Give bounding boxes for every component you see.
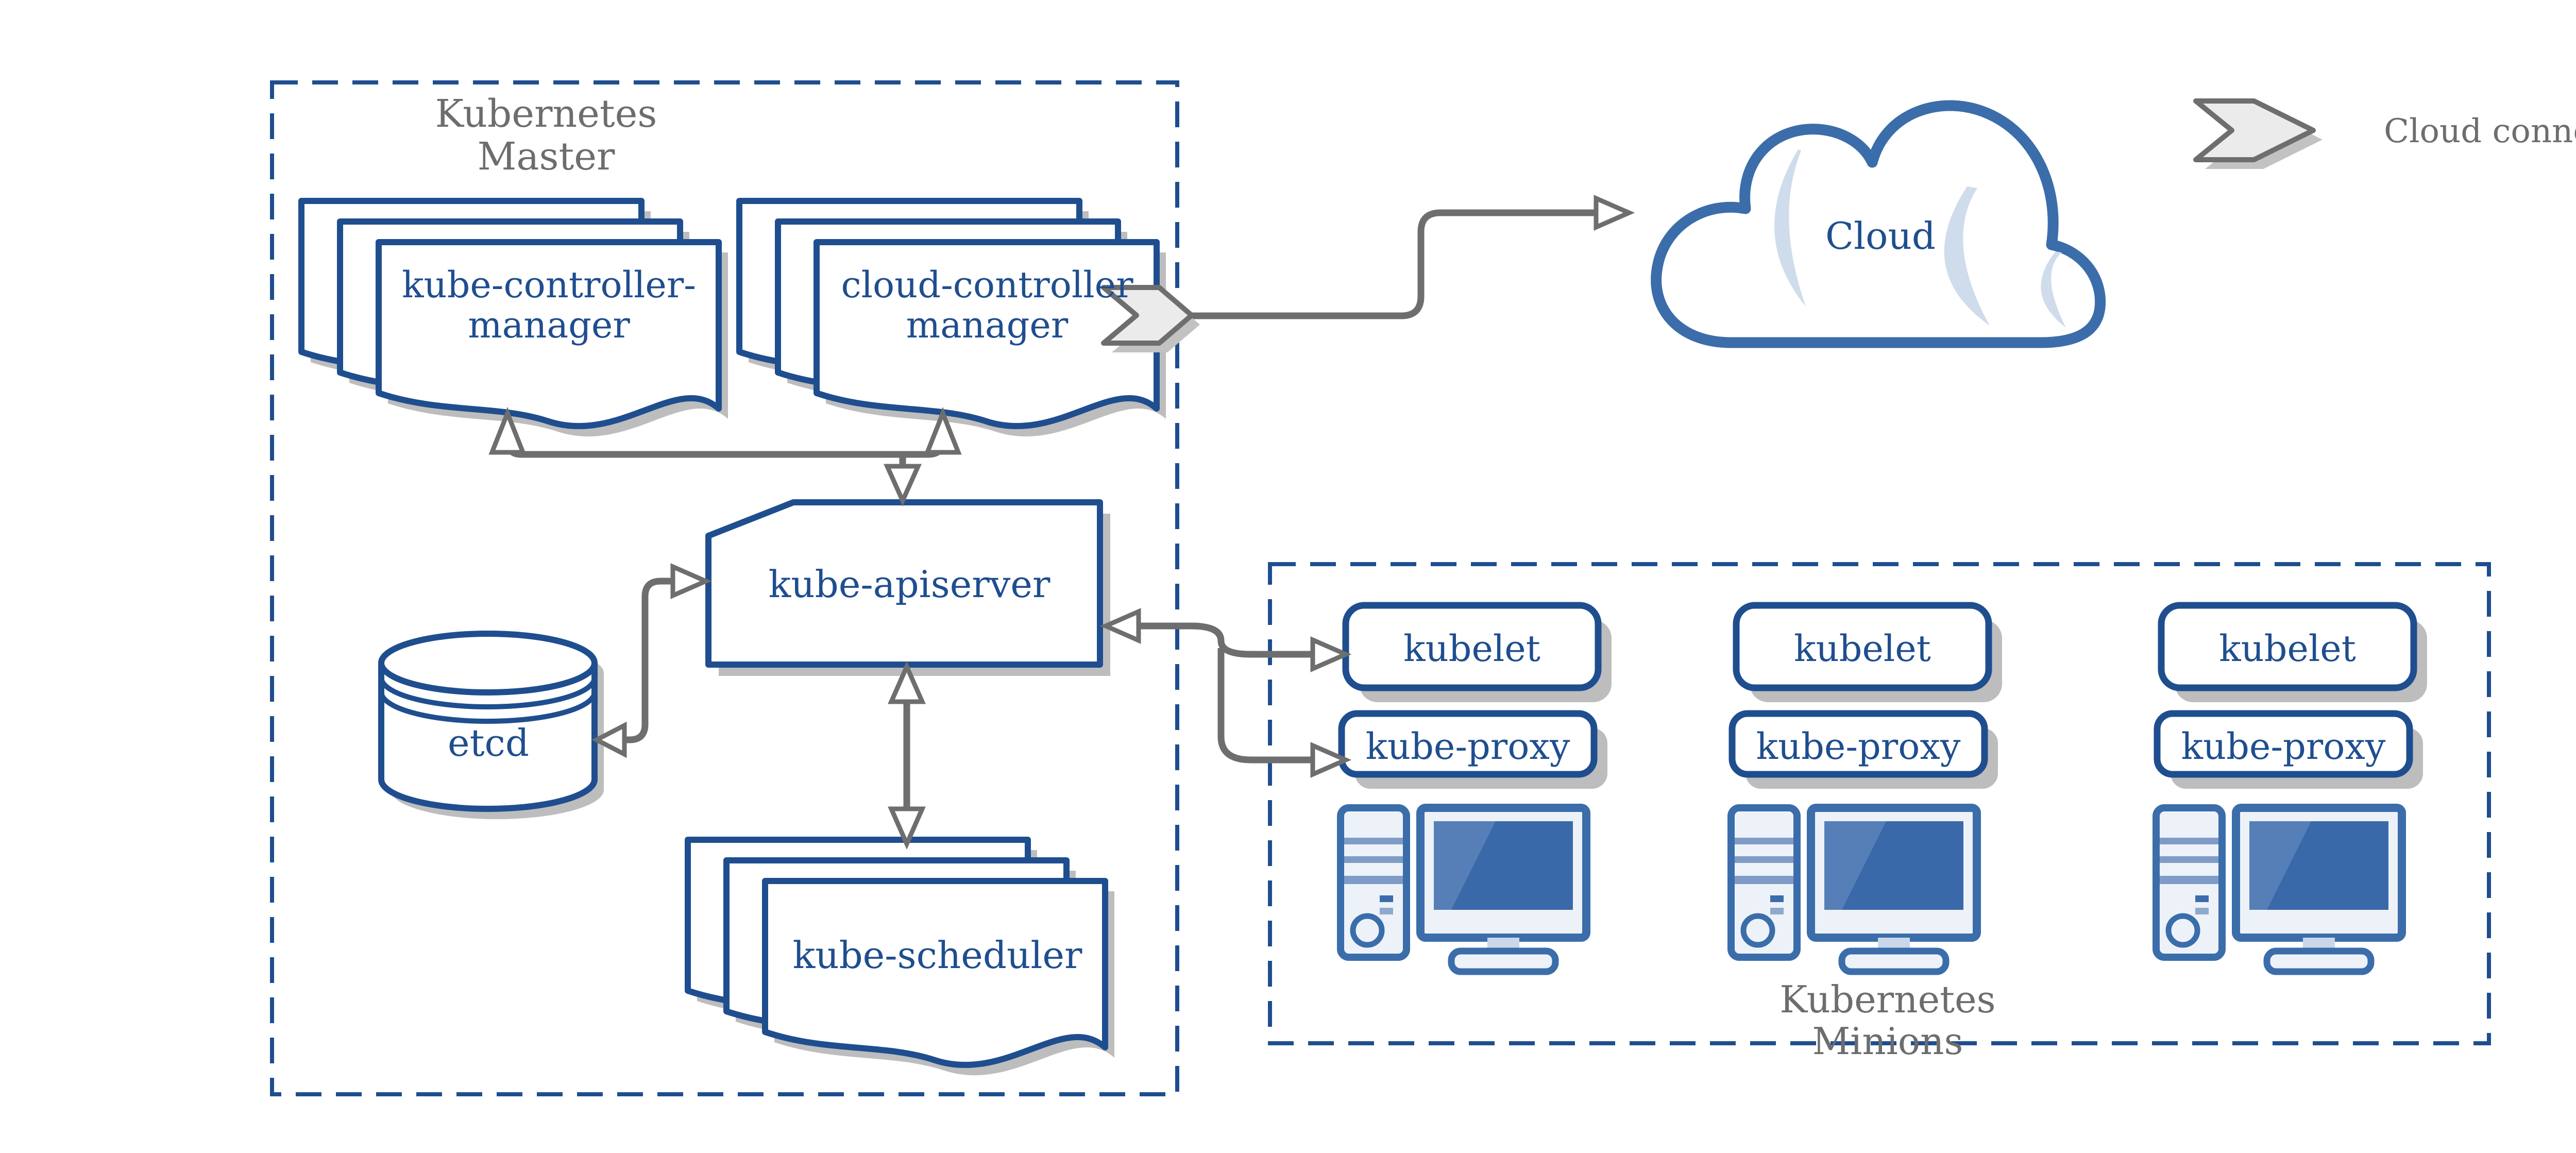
kube-proxy-box: [1338, 710, 1598, 778]
master-label: Kubernetes Master: [366, 93, 726, 178]
arrowheads: [488, 195, 1635, 850]
cloud-accent: [1944, 186, 1990, 326]
arrowhead-right-icon: [1310, 636, 1352, 672]
tower-stripe: [2160, 838, 2218, 844]
cloud-accent: [1774, 149, 1806, 307]
master-label-line1: Kubernetes: [435, 92, 657, 136]
monitor-base: [1448, 947, 1559, 975]
ccm-line1: cloud-controller: [841, 264, 1133, 306]
legend-chevron: [2193, 98, 2323, 169]
chevron-icon: [1101, 285, 1194, 346]
tower-stripe: [1735, 856, 1793, 863]
tower-stripe: [1344, 838, 1403, 844]
cloud-shape: [1651, 100, 2106, 348]
arrowhead-right-icon: [670, 563, 712, 599]
etcd-label: etcd: [448, 721, 529, 765]
kubelet-label: kubelet: [1794, 628, 1931, 670]
kube-proxy-label: kube-proxy: [1365, 725, 1570, 768]
minions-label: Kubernetes Minions: [1733, 979, 2042, 1062]
arrowhead-up-icon: [924, 406, 962, 455]
kube-proxy-box: [2154, 710, 2413, 778]
apiserver-kubeproxy-link: [1217, 648, 1314, 764]
apiserver-etcd-link: [622, 578, 675, 743]
minion-node: [1337, 602, 1612, 975]
cloud-controller-manager-label: cloud-controller manager: [822, 265, 1152, 346]
kube-apiserver-label: kube-apiserver: [768, 563, 1050, 606]
tower-stripe: [1735, 876, 1793, 884]
tower-detail: [1380, 908, 1393, 914]
monitor-base: [1838, 947, 1950, 975]
cylinder-top: [378, 631, 598, 696]
legend-label: Cloud connector: [2384, 112, 2576, 150]
tower-detail: [2195, 908, 2209, 914]
kubelet-label: kubelet: [2219, 628, 2356, 670]
master-boundary: [270, 80, 1179, 1096]
cylinder-ring: [379, 691, 597, 724]
tower-power-button: [1740, 913, 1775, 948]
arrowhead-left-icon: [1099, 608, 1141, 644]
master-label-line2: Master: [477, 134, 615, 179]
monitor-screen-glare: [1434, 821, 1496, 910]
chevron-cloud-link: [1191, 209, 1595, 319]
kubelet-label: kubelet: [1403, 628, 1540, 670]
computer-icon: [2153, 804, 2406, 975]
cloud-connector-chevron: [1101, 285, 1200, 352]
tower-stripe: [1735, 838, 1793, 844]
tower-stripe: [2160, 876, 2218, 884]
tower-detail: [2195, 895, 2209, 902]
kubelet-box: [1342, 602, 1602, 691]
tower-detail: [1380, 895, 1393, 902]
monitor-screen-glare: [1824, 821, 1886, 910]
kcm-line2: manager: [468, 304, 630, 347]
ccm-line2: manager: [906, 304, 1069, 347]
tower-stripe: [2160, 856, 2218, 863]
etcd-shape: [378, 631, 604, 819]
arrowhead-right-icon: [1594, 195, 1635, 231]
arrowhead-up-icon: [488, 406, 527, 455]
cloud-accent: [2041, 251, 2066, 328]
tower-power-button: [1350, 913, 1385, 948]
kube-proxy-label: kube-proxy: [1756, 725, 1961, 768]
cylinder-ring: [379, 677, 597, 709]
cloud-outline: [1651, 100, 2106, 348]
tower-detail: [1770, 908, 1784, 914]
kubelet-box: [2158, 602, 2417, 691]
arrowhead-down-icon: [888, 806, 926, 850]
tower-detail: [1770, 895, 1784, 902]
monitor-screen-glare: [2249, 821, 2311, 910]
kubelet-box: [1733, 602, 1992, 691]
kcm-line1: kube-controller-: [402, 264, 696, 306]
kube-proxy-box: [1728, 710, 1988, 778]
minions-label-line1: Kubernetes: [1780, 978, 1996, 1021]
kube-controller-manager-label: kube-controller- manager: [385, 265, 713, 346]
apiserver-kubelet-link: [1140, 622, 1314, 658]
cloud-label: Cloud: [1825, 214, 1936, 258]
tower-power-button: [2165, 913, 2200, 948]
monitor-base: [2263, 947, 2375, 975]
card-shape: [705, 499, 1103, 668]
tower-stripe: [1344, 856, 1403, 863]
minions-boundary: [1268, 562, 2491, 1045]
kube-proxy-label: kube-proxy: [2181, 725, 2386, 768]
arrowhead-left-icon: [591, 721, 627, 758]
tower-stripe: [1344, 876, 1403, 884]
computer-icon: [1337, 804, 1590, 975]
minions-label-line2: Minions: [1812, 1019, 1963, 1063]
minion-node: [1727, 602, 2002, 975]
kube-scheduler-label: kube-scheduler: [792, 934, 1082, 977]
arrowhead-down-icon: [884, 464, 922, 507]
minion-node: [2153, 602, 2427, 975]
kube-apiserver-shape: [705, 499, 1110, 676]
computer-icon: [1727, 804, 1981, 975]
arrowhead-right-icon: [1310, 742, 1352, 778]
arrowhead-up-icon: [888, 660, 926, 704]
chevron-icon: [2193, 98, 2316, 162]
